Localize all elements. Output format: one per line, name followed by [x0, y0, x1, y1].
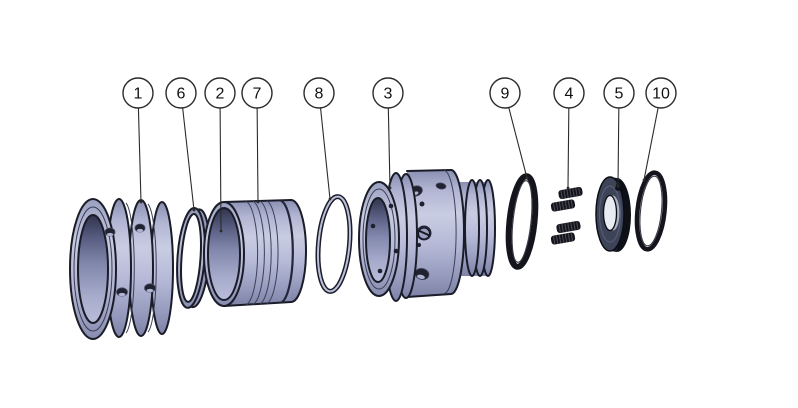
callout-1: 1	[122, 77, 154, 204]
callout-number: 1	[134, 86, 143, 103]
part-5-seal-washer	[595, 176, 631, 252]
callout-balloon	[303, 77, 335, 109]
callout-number: 9	[501, 86, 510, 103]
callout-10: 10	[642, 77, 677, 182]
part-1-grooved-sleeve	[69, 198, 174, 340]
leader-line	[567, 92, 570, 189]
callout-number: 7	[253, 86, 262, 103]
callout-8: 8	[303, 77, 335, 201]
leader-end-dot	[139, 200, 143, 204]
callout-balloon	[489, 77, 521, 109]
part1-bore	[77, 214, 109, 324]
callout-number: 10	[652, 86, 670, 103]
callout-balloon	[372, 77, 404, 109]
leader-line	[387, 92, 391, 189]
set-screw-1	[558, 186, 583, 200]
leader-end-dot	[642, 178, 646, 182]
part-6-retaining-ring	[176, 207, 211, 309]
callout-number: 2	[216, 86, 225, 103]
parts-layer	[69, 169, 668, 340]
leader-line	[219, 92, 222, 232]
set-screw-2	[550, 199, 576, 212]
part-4-set-screws	[550, 186, 583, 245]
housing-end-rib-1	[464, 179, 480, 277]
part1-rib-3	[150, 201, 174, 335]
callout-5: 5	[603, 77, 635, 188]
set-screw-3	[556, 220, 581, 234]
leader-line	[256, 92, 259, 203]
part1-rib-2	[128, 199, 154, 337]
leader-line	[318, 92, 331, 200]
callout-number: 4	[565, 86, 574, 103]
part-3-housing-body	[358, 169, 496, 302]
callout-balloon	[204, 77, 236, 109]
part-10-o-ring	[634, 170, 668, 252]
callout-balloon	[241, 77, 273, 109]
leader-line	[180, 92, 195, 211]
housing-bore	[365, 197, 391, 283]
part-2-7-inner-sleeve	[203, 199, 307, 307]
callout-number: 6	[177, 86, 186, 103]
callout-balloon	[645, 77, 677, 109]
leader-end-dot	[192, 208, 196, 212]
washer-bore	[602, 194, 618, 232]
callout-number: 5	[615, 86, 624, 103]
leader-end-dot	[388, 186, 392, 190]
leader-end-dot	[328, 197, 332, 201]
callout-balloon	[165, 77, 197, 109]
callout-balloon	[603, 77, 635, 109]
callout-3: 3	[372, 77, 404, 190]
leader-end-dot	[219, 229, 223, 233]
set-screw-4	[550, 232, 576, 245]
callout-balloon	[122, 77, 154, 109]
screw-slot	[418, 229, 430, 237]
callout-number: 8	[315, 86, 324, 103]
callout-layer: 1 6 2 7 8 3 9 4 5 10	[122, 77, 677, 233]
callout-2: 2	[204, 77, 236, 233]
callout-9: 9	[489, 77, 529, 180]
leader-end-dot	[525, 176, 529, 180]
leader-end-dot	[256, 200, 260, 204]
housing-face-holes	[370, 203, 399, 274]
leader-line	[137, 92, 142, 203]
part1-holes	[104, 223, 156, 297]
sleeve-bore	[207, 207, 241, 301]
callout-number: 3	[384, 86, 393, 103]
callout-4: 4	[553, 77, 585, 190]
leader-end-dot	[616, 184, 620, 188]
callout-7: 7	[241, 77, 273, 204]
callout-6: 6	[165, 77, 197, 212]
callout-balloon	[553, 77, 585, 109]
leader-end-dot	[566, 186, 570, 190]
part-8-ring	[315, 194, 353, 294]
